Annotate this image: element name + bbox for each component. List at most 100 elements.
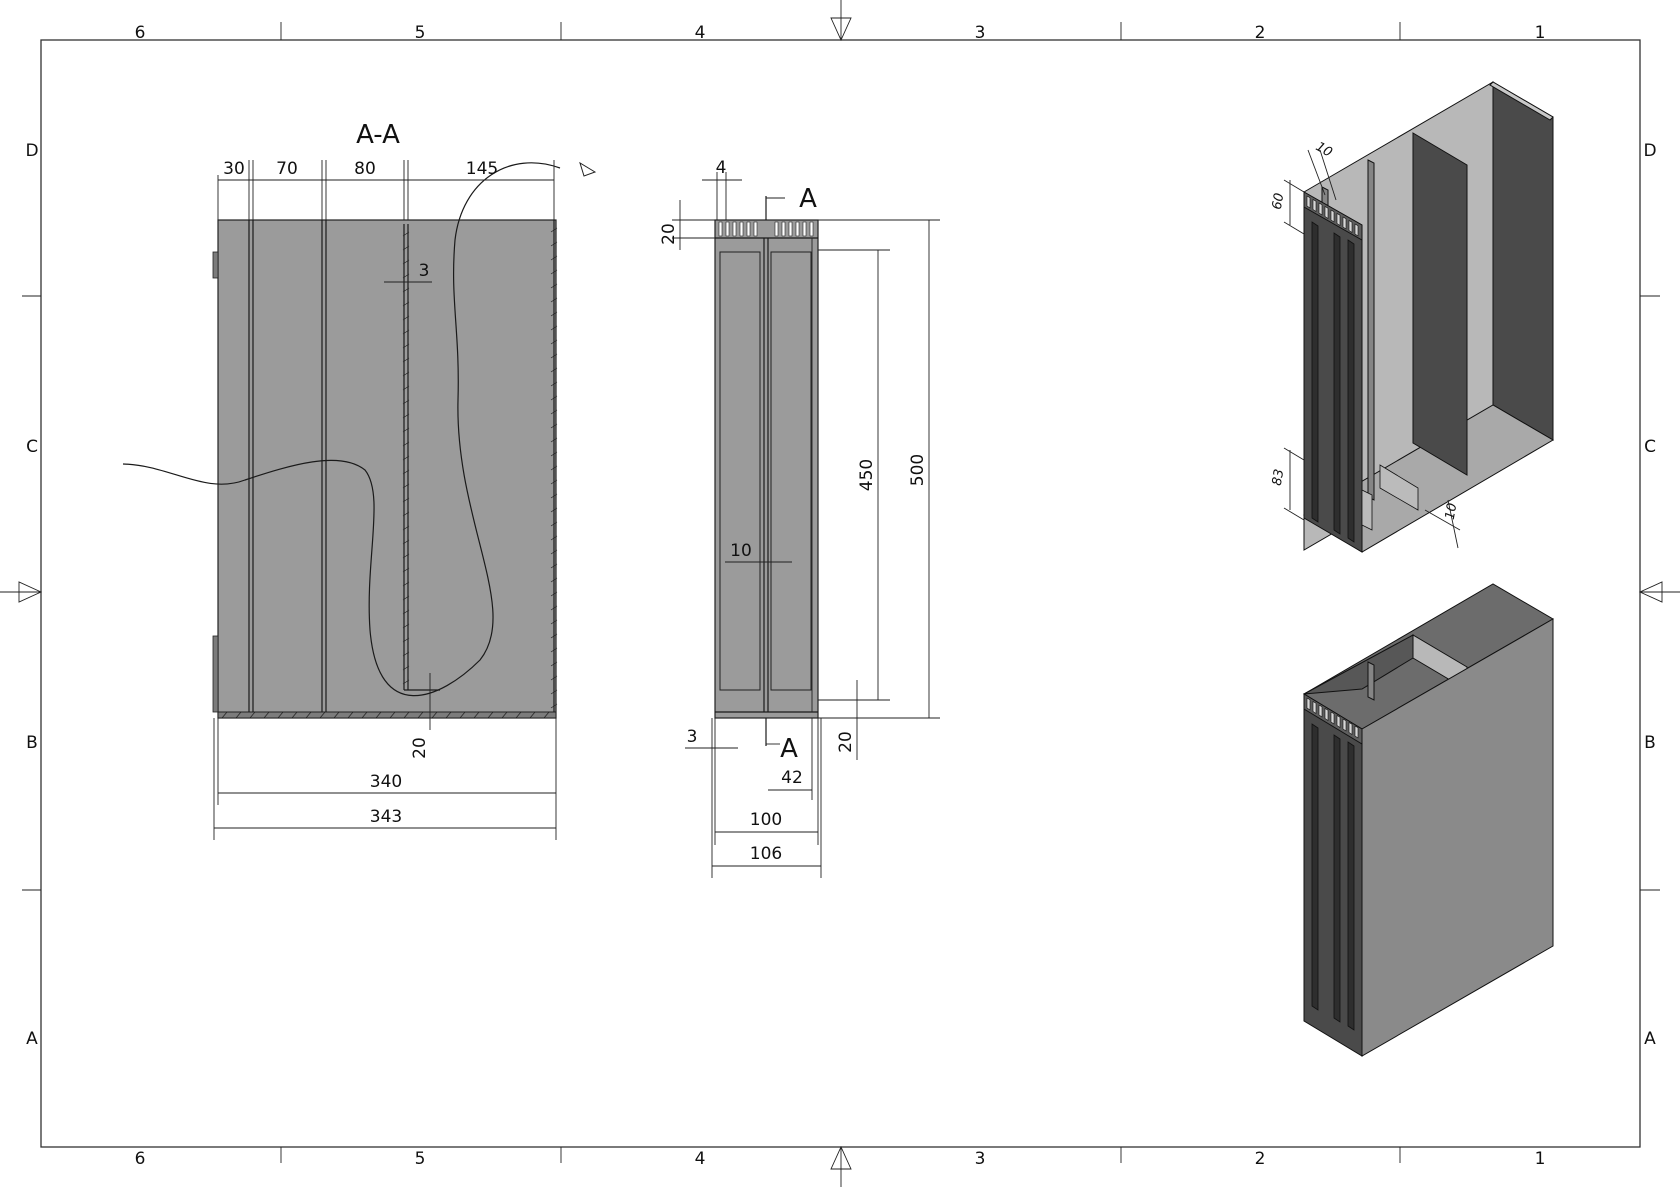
dim-row-top: 30 70 80 145 <box>217 159 555 220</box>
svg-text:3: 3 <box>687 727 698 747</box>
hatch-tick <box>550 591 558 597</box>
hatch-tick <box>403 711 410 719</box>
svg-text:10: 10 <box>730 541 752 561</box>
dim-3: 3 <box>384 261 432 283</box>
dim-450: 450 <box>818 249 890 701</box>
hatch-tick <box>431 711 438 719</box>
hatch-tick <box>487 711 494 719</box>
zone-col-bottom: 3 <box>975 1149 986 1169</box>
dim-20-top: 20 <box>659 200 715 250</box>
hatch-tick <box>550 465 558 471</box>
dim-343: 343 <box>370 807 402 827</box>
hatch-tick <box>550 619 558 625</box>
section-body <box>217 219 557 719</box>
break-line <box>122 162 561 697</box>
center-mark-bottom <box>830 1145 852 1187</box>
dim-10-side: 10 <box>725 541 792 563</box>
hatch-tick <box>550 297 558 303</box>
hatch-tick <box>402 539 410 545</box>
iso-vent-slot <box>1324 707 1329 722</box>
hatch-tick <box>402 497 410 503</box>
hatch-tick <box>550 311 558 317</box>
zone-col-top: 6 <box>135 23 146 43</box>
hatch-tick <box>417 711 424 719</box>
hatch-tick <box>402 637 410 643</box>
hatch-tick <box>402 315 410 321</box>
iso-vent-slot <box>1312 198 1317 213</box>
zone-row-left: C <box>26 437 38 457</box>
hatch-tick <box>550 563 558 569</box>
zone-row-right: C <box>1644 437 1656 457</box>
vent-slot <box>718 221 723 237</box>
svg-text:A: A <box>799 184 817 214</box>
hatch-tick <box>529 711 536 719</box>
center-mark-right <box>1638 581 1680 603</box>
hatch-tick <box>361 711 368 719</box>
zone-col-bottom: 6 <box>135 1149 146 1169</box>
dim-100: 100 <box>714 718 819 845</box>
hatch-tick <box>402 245 410 251</box>
hatch-tick <box>550 241 558 247</box>
iso-vent-slot <box>1312 700 1317 715</box>
hatch-tick <box>473 711 480 719</box>
dim-4: 4 <box>702 158 742 220</box>
vent-slot <box>781 221 786 237</box>
hatch-tick <box>389 711 396 719</box>
svg-text:60: 60 <box>1270 192 1288 211</box>
dim-500: 500 <box>818 219 940 719</box>
svg-text:100: 100 <box>750 810 782 830</box>
hatch-tick <box>402 623 410 629</box>
center-mark-top <box>830 0 852 42</box>
dim-20-bottom: 20 <box>836 680 858 760</box>
dim-145: 145 <box>466 159 498 179</box>
zone-row-right: D <box>1643 141 1656 161</box>
section-title: A-A <box>356 120 400 150</box>
svg-text:A: A <box>780 734 798 764</box>
hatch-tick <box>402 371 410 377</box>
hatch-tick <box>550 605 558 611</box>
svg-text:106: 106 <box>750 844 782 864</box>
iso-dim-60: 60 <box>1270 179 1305 235</box>
vent-slot <box>725 221 730 237</box>
hatch-tick <box>550 381 558 387</box>
hatch-tick <box>402 511 410 517</box>
hatch-tick <box>402 399 410 405</box>
hatch-tick <box>550 437 558 443</box>
hatch-tick <box>550 227 558 233</box>
cut-marker-bottom: A <box>765 718 798 764</box>
hatch-tick <box>402 483 410 489</box>
hatch-tick <box>402 679 410 685</box>
vent-slot <box>746 221 751 237</box>
hatch-tick <box>319 711 326 719</box>
vent-slot <box>753 221 758 237</box>
svg-text:20: 20 <box>836 731 856 753</box>
iso-vent-slot <box>1354 725 1359 739</box>
vent-slots <box>718 221 814 237</box>
vent-slot <box>732 221 737 237</box>
hatch-tick <box>550 409 558 415</box>
svg-text:20: 20 <box>410 737 430 759</box>
dim-row-bottom: 340 343 <box>213 718 557 840</box>
hatch-tick <box>305 711 312 719</box>
hatch-tick <box>402 357 410 363</box>
hatch-tick <box>501 711 508 719</box>
hatch-tick <box>402 259 410 265</box>
zone-row-left: A <box>26 1029 38 1049</box>
hatch-tick <box>333 711 340 719</box>
hatch-tick <box>402 469 410 475</box>
iso-vent-slots <box>1306 195 1359 237</box>
hatch-tick <box>402 609 410 615</box>
iso-vent-slot <box>1306 195 1311 209</box>
hatch-tick <box>249 711 256 719</box>
hatch-tick <box>402 651 410 657</box>
dim-106: 106 <box>711 718 822 878</box>
hatch-tick <box>402 413 410 419</box>
hatch-tick <box>550 255 558 261</box>
svg-text:20: 20 <box>659 223 679 245</box>
iso-vent-slots-closed <box>1306 697 1359 739</box>
hatch-tick <box>550 451 558 457</box>
hatch-tick <box>550 577 558 583</box>
svg-text:450: 450 <box>857 459 877 491</box>
section-view-aa: A-A 30 <box>122 120 597 840</box>
